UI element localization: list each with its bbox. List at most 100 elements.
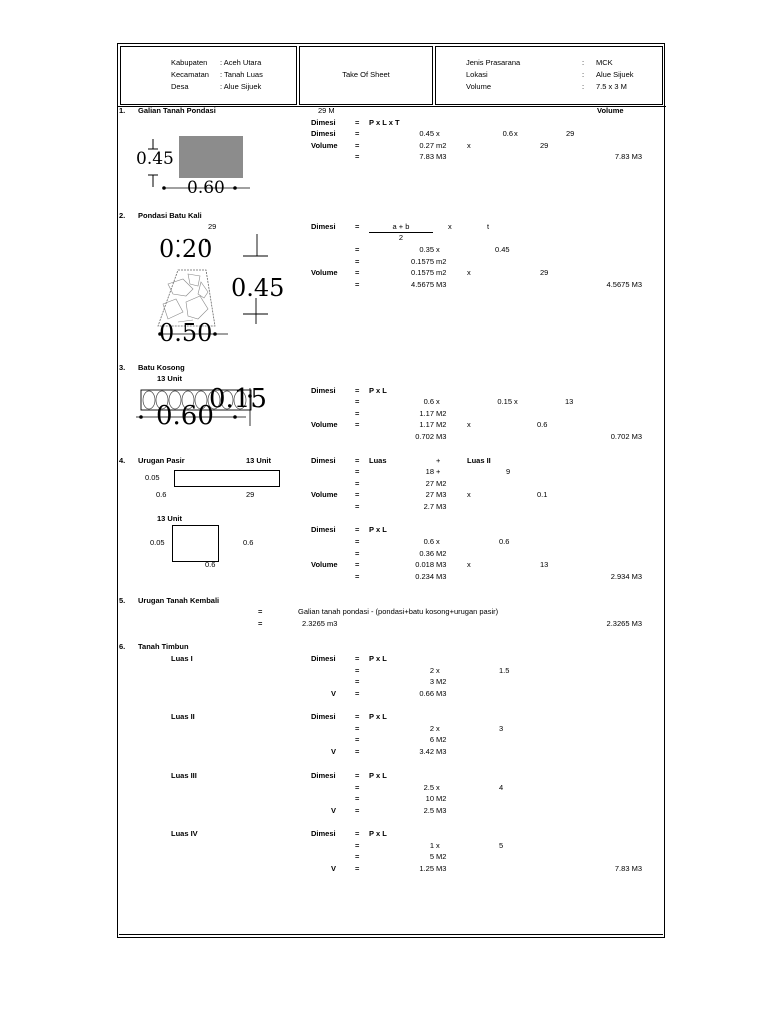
s6-block-1-formula: P x L bbox=[369, 654, 387, 663]
s1-row4-unit: M3 bbox=[436, 152, 447, 161]
s6-block-4-c-unit: M2 bbox=[436, 852, 447, 861]
s4-row4-unit: M3 bbox=[436, 490, 447, 499]
s1-row2-op: x bbox=[436, 129, 440, 138]
s2-dim-bottom: 0.50 bbox=[159, 319, 213, 347]
s6-block-2-eq3: = bbox=[355, 735, 360, 744]
s6-block-1-v: V bbox=[331, 689, 337, 698]
s2-stone-foundation-diagram bbox=[157, 234, 268, 336]
s6-title: Tanah Timbun bbox=[138, 642, 189, 651]
gravel-stone bbox=[142, 390, 156, 410]
s3-row5-unit: M3 bbox=[436, 432, 447, 441]
s4-row5-a: 2.7 bbox=[423, 502, 434, 511]
s1-row2-a: 0.45 bbox=[419, 129, 434, 138]
s2-row1-op: x bbox=[448, 222, 452, 231]
lokasi-sep: : bbox=[582, 70, 585, 79]
s2-row3-a: 0.1575 bbox=[411, 257, 434, 266]
s6-block-4-b: 5 bbox=[499, 841, 504, 850]
s6-block-2-formula: P x L bbox=[369, 712, 387, 721]
s2-row5-eq: = bbox=[355, 280, 360, 289]
s3-row4-a: 1.17 bbox=[419, 420, 434, 429]
desa-value: : Alue Sijuek bbox=[220, 82, 262, 91]
s6-block-1-c: 3 bbox=[429, 677, 434, 686]
s2-row1-denominator: 2 bbox=[398, 233, 404, 242]
s3-row2-b: 0.15 bbox=[497, 397, 512, 406]
s4-row2-b: 9 bbox=[506, 467, 511, 476]
s1-row1-formula: P x L x T bbox=[369, 118, 400, 127]
s3-dim-width: 0.60 bbox=[156, 401, 214, 431]
s6-block-3-c-unit: M2 bbox=[436, 794, 447, 803]
s6-block-1-eq4: = bbox=[355, 689, 360, 698]
s6-block-3-v: V bbox=[331, 806, 337, 815]
header-project-box bbox=[435, 46, 663, 105]
s4-row3-a: 27 bbox=[425, 479, 434, 488]
s6-block-4-a: 1 bbox=[429, 841, 434, 850]
s1-row1-label: Dimesi bbox=[311, 118, 336, 127]
s1-dim-height: 0.45 bbox=[136, 149, 174, 169]
s1-row4-a: 7.83 bbox=[419, 152, 434, 161]
kabupaten-label: Kabupaten bbox=[171, 58, 208, 67]
s4-row9-op: x bbox=[467, 560, 471, 569]
s3-row2-op: x bbox=[436, 397, 440, 406]
s6-block-3-d: 2.5 bbox=[423, 806, 434, 815]
s4-total: 2.934 M3 bbox=[610, 572, 642, 581]
s2-row1-label: Dimesi bbox=[311, 222, 336, 231]
s4-row4-eq: = bbox=[355, 490, 360, 499]
s6-block-2-label: Dimesi bbox=[311, 712, 336, 721]
s4-row2-a: 18 bbox=[425, 467, 434, 476]
s6-block-4-formula: P x L bbox=[369, 829, 387, 838]
sheet-title: Take Of Sheet bbox=[342, 70, 390, 79]
s5-eq2: = bbox=[258, 619, 263, 628]
s4-units-2: 13 Unit bbox=[157, 514, 183, 523]
gravel-stone bbox=[220, 390, 234, 410]
s4-row7-op: x bbox=[436, 537, 440, 546]
jenis-label: Jenis Prasarana bbox=[466, 58, 521, 67]
s5-formula: Galian tanah pondasi - (pondasi+batu kos… bbox=[298, 607, 499, 616]
s6-total: 7.83 M3 bbox=[614, 864, 642, 873]
s4-row2-op: + bbox=[436, 467, 441, 476]
s5-total: 2.3265 M3 bbox=[606, 619, 642, 628]
volume-label: Volume bbox=[466, 82, 492, 91]
s6-block-4-v: V bbox=[331, 864, 337, 873]
header-divider bbox=[118, 106, 666, 107]
s1-row1-eq: = bbox=[355, 118, 360, 127]
kecamatan-label: Kecamatan bbox=[171, 70, 209, 79]
s3-row2-eq: = bbox=[355, 397, 360, 406]
s4-row4-op: x bbox=[467, 490, 471, 499]
s6-block-1-eq2: = bbox=[355, 666, 360, 675]
kabupaten-value: : Aceh Utara bbox=[220, 58, 262, 67]
s4-row4-b: 0.1 bbox=[537, 490, 548, 499]
s2-row1-t: t bbox=[487, 222, 490, 231]
s4-row9-unit: M3 bbox=[436, 560, 447, 569]
s2-title: Pondasi Batu Kali bbox=[138, 211, 202, 220]
s6-block-3-eq3: = bbox=[355, 794, 360, 803]
s6-block-3-c: 10 bbox=[425, 794, 434, 803]
s4-row6-eq: = bbox=[355, 525, 360, 534]
s1-number: 1. bbox=[119, 106, 126, 115]
s2-row2-a: 0.35 bbox=[419, 245, 434, 254]
s4-d1-height: 0.05 bbox=[145, 473, 160, 482]
s2-row5-unit: M3 bbox=[436, 280, 447, 289]
s2-dim-height: 0.45 bbox=[231, 274, 285, 302]
s6-block-1-d-unit: M3 bbox=[436, 689, 447, 698]
s2-row1-numerator: a + b bbox=[392, 222, 410, 231]
s3-row4-label: Volume bbox=[311, 420, 338, 429]
s2-row3-eq: = bbox=[355, 257, 360, 266]
s4-d1-length: 29 bbox=[246, 490, 255, 499]
s3-dim-height: 0.15 bbox=[209, 384, 267, 414]
s6-block-2-v: V bbox=[331, 747, 337, 756]
lokasi-value: Alue Sijuek bbox=[596, 70, 634, 79]
s3-number: 3. bbox=[119, 363, 126, 372]
s6-block-3-eq1: = bbox=[355, 771, 360, 780]
s4-row3-eq: = bbox=[355, 479, 360, 488]
s6-block-3-formula: P x L bbox=[369, 771, 387, 780]
s3-row3-a: 1.17 bbox=[419, 409, 434, 418]
s6-block-1-c-unit: M2 bbox=[436, 677, 447, 686]
s2-row2-b: 0.45 bbox=[495, 245, 510, 254]
s1-row2-label: Dimesi bbox=[311, 129, 336, 138]
s1-title: Galian Tanah Pondasi bbox=[138, 106, 216, 115]
kecamatan-value: : Tanah Luas bbox=[220, 70, 263, 79]
desa-label: Desa bbox=[171, 82, 189, 91]
s6-block-2-d-unit: M3 bbox=[436, 747, 447, 756]
s4-row8-unit: M2 bbox=[436, 549, 447, 558]
s6-block-3-name: Luas III bbox=[171, 771, 197, 780]
